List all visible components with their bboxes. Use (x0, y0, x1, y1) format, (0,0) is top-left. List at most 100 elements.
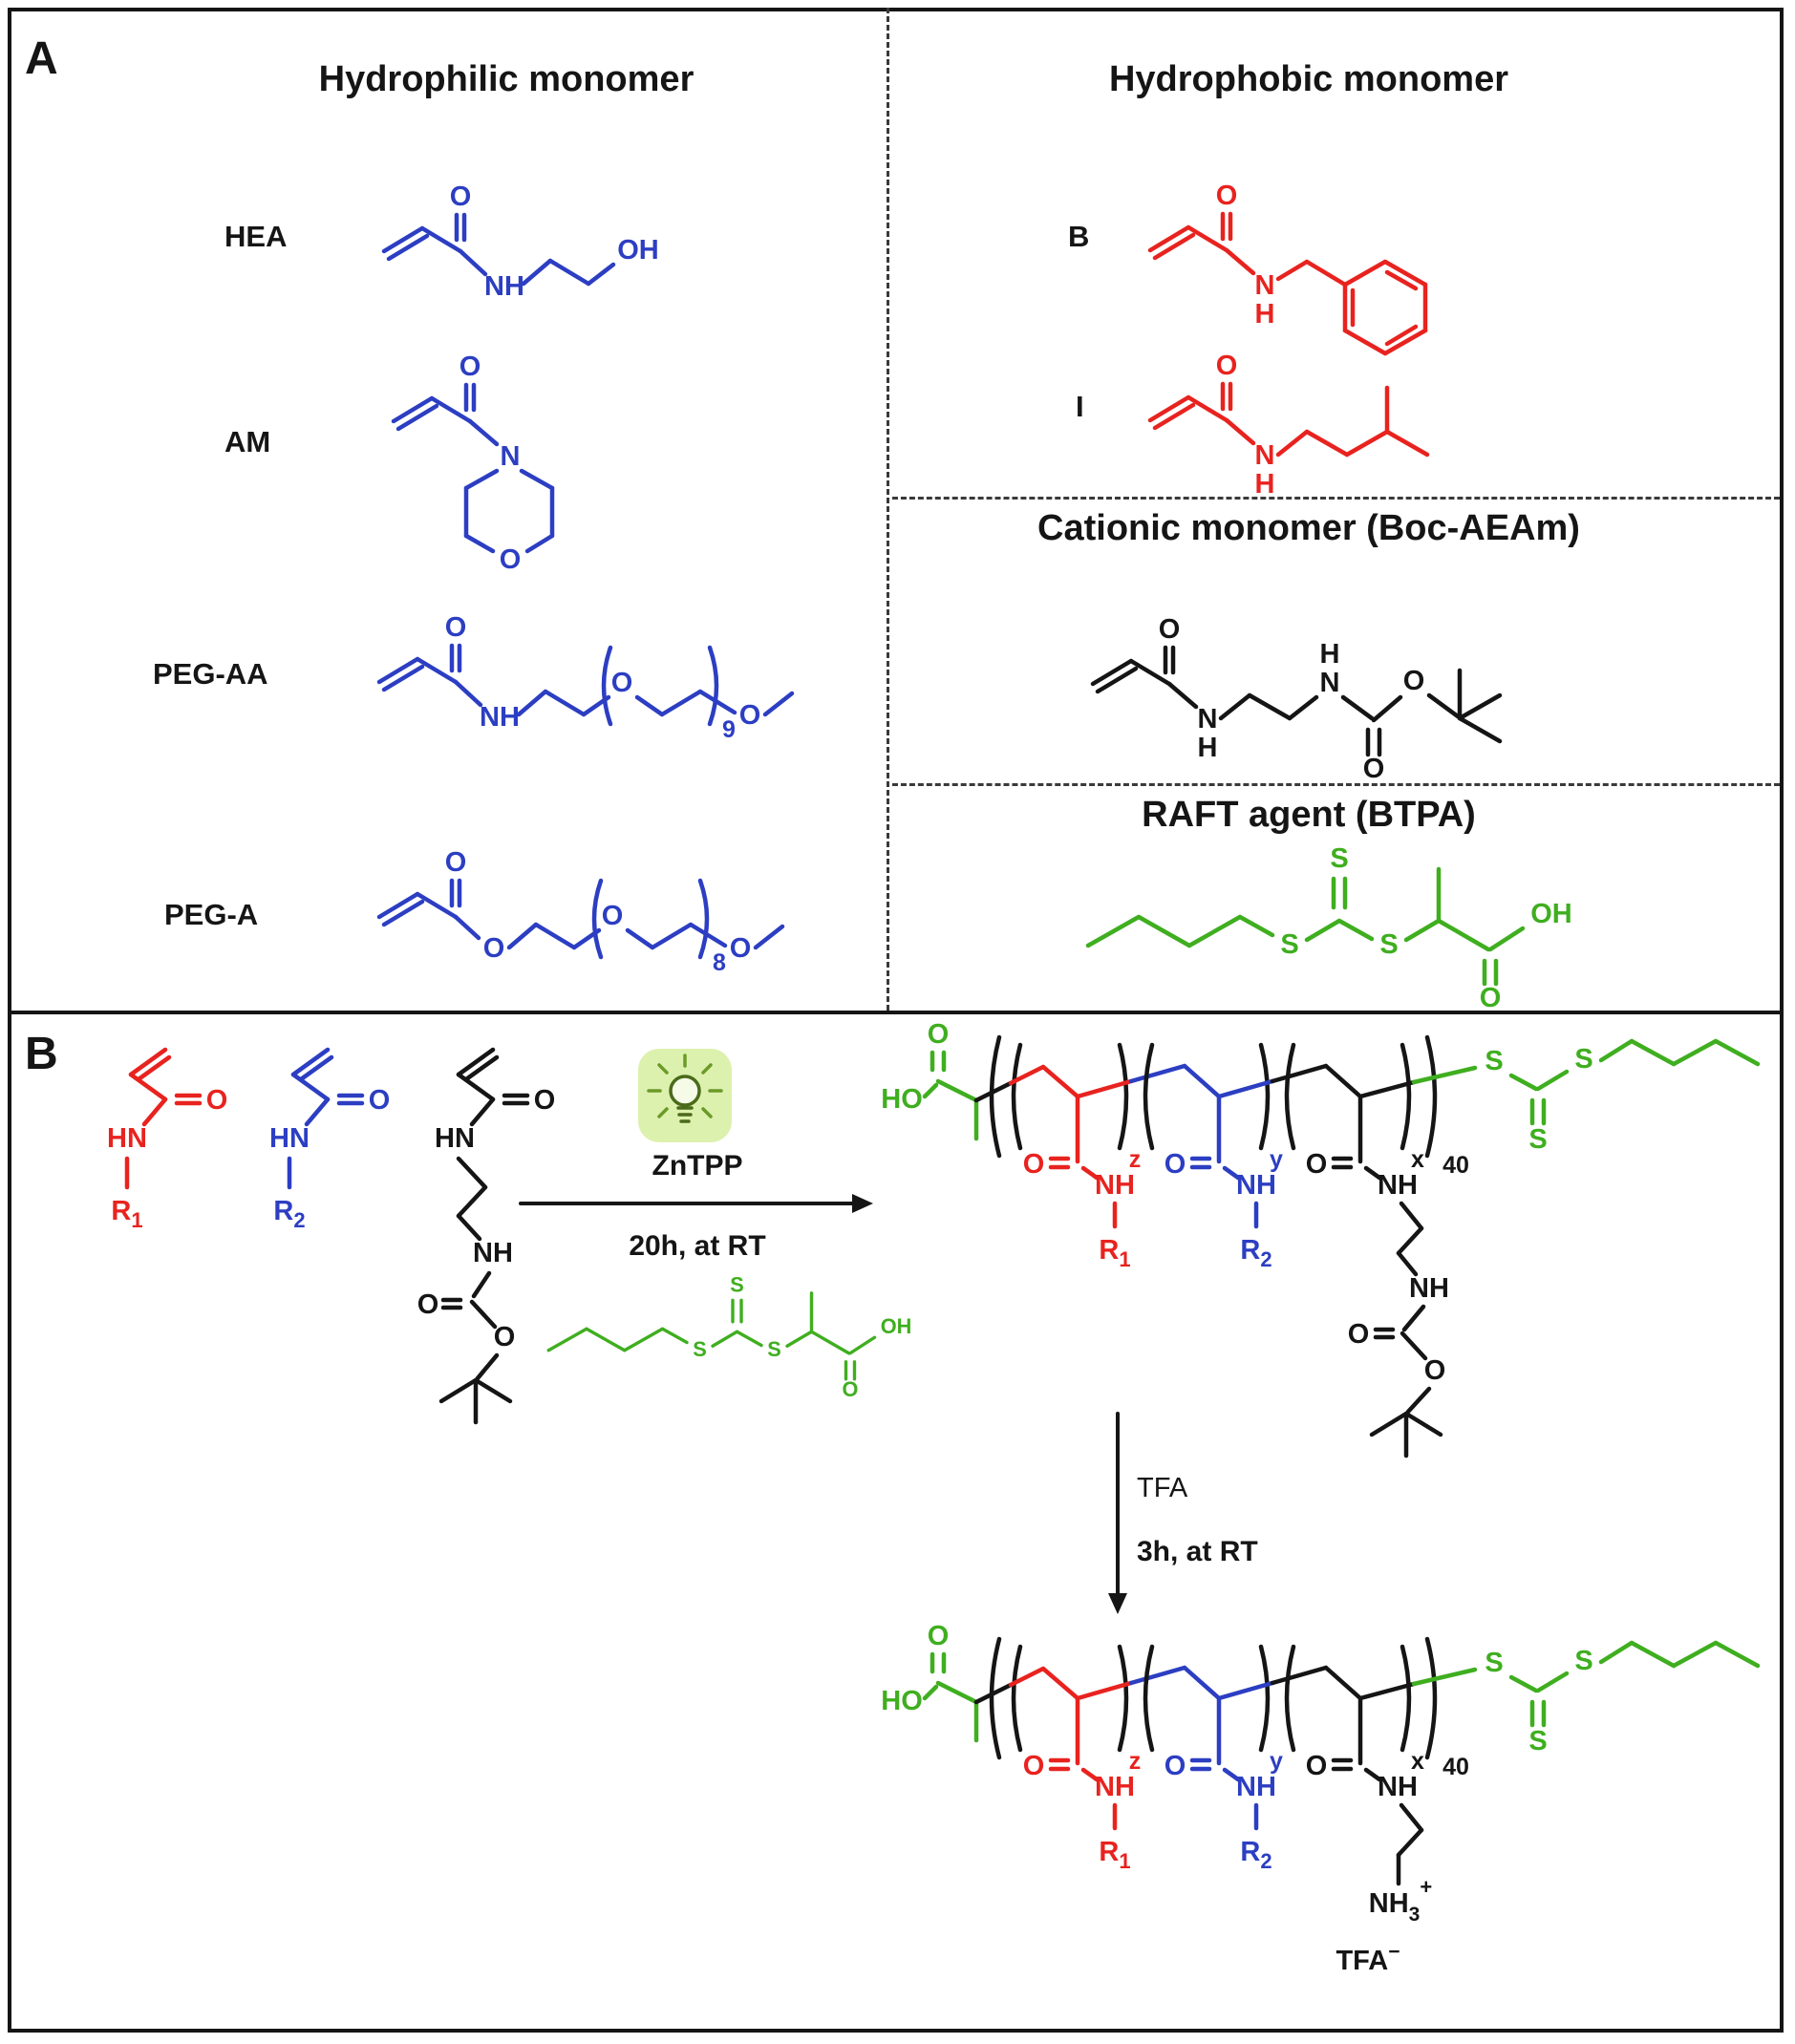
atom-label-s: S (1485, 1046, 1503, 1076)
monomer-r2-structure: O HN R2 (269, 1047, 391, 1232)
atom-label-o: O (445, 612, 467, 643)
bulb-glass (669, 1075, 701, 1107)
peg-aa-skeleton: O NH O 9 O (376, 612, 795, 743)
atom-label-nh: NH (480, 702, 520, 733)
ammonium-label: NH3+ (1369, 1875, 1432, 1926)
atom-label-nh: NH (473, 1238, 513, 1268)
monomer-r1-skeleton: O HN R1 (107, 1047, 228, 1232)
light-bulb-icon (638, 1049, 732, 1142)
atom-label-n: N (1320, 668, 1340, 698)
i-monomer-label: I (1076, 390, 1084, 423)
outer-border (8, 8, 1784, 2033)
panel-divider-line (8, 1011, 1784, 1014)
atom-label-hn: HN (435, 1123, 475, 1154)
reaction-arrow-right (519, 1194, 873, 1213)
atom-label-o: O (534, 1085, 556, 1116)
atom-label-hn: HN (269, 1123, 310, 1154)
r2-group-label: R2 (273, 1196, 305, 1232)
atom-label-o: O (417, 1289, 439, 1320)
dashed-divider-1 (892, 497, 1780, 500)
atom-label-o: O (602, 901, 624, 931)
b-monomer-label: B (1068, 220, 1090, 253)
am-structure: O N O (391, 351, 555, 575)
atom-label-o: O (500, 544, 522, 575)
subscript-40: 40 (1442, 1754, 1469, 1780)
atom-label-o: O (1165, 1751, 1186, 1781)
atom-label-n: N (501, 441, 521, 472)
atom-label-nh: NH (1095, 1170, 1135, 1201)
hea-structure: O NH OH (381, 181, 659, 302)
protected-polymer-structure: HO O z O NH R1 y (881, 1019, 1761, 1458)
subscript-y: y (1270, 1748, 1283, 1775)
r2-group-label: R2 (1240, 1235, 1271, 1271)
atom-label-nh: NH (1095, 1772, 1135, 1802)
atom-label-s: S (1574, 1646, 1592, 1676)
subscript-y: y (1270, 1146, 1283, 1173)
atom-label-o: O (483, 933, 505, 964)
atom-label-n: N (1198, 704, 1218, 735)
atom-label-o: O (611, 668, 633, 698)
benzyl-acrylamide-skeleton: O N H (1147, 181, 1428, 356)
cationic-heading: Cationic monomer (Boc-AEAm) (1037, 508, 1580, 548)
atom-label-s: S (1528, 1726, 1547, 1757)
peg-aa-label: PEG-AA (153, 657, 268, 691)
subscript-x: x (1411, 1146, 1424, 1173)
panel-b-label: B (25, 1029, 58, 1079)
atom-label-s: S (1379, 929, 1398, 960)
atom-label-o: O (1480, 983, 1502, 1013)
atom-label-o: O (1306, 1751, 1328, 1781)
atom-label-o: O (1306, 1149, 1328, 1180)
atom-label-h: H (1320, 639, 1340, 670)
atom-label-o: O (1023, 1149, 1045, 1180)
boc-aeam-structure: O N H N H O O (1090, 614, 1503, 784)
step2-time-label: 3h, at RT (1137, 1536, 1258, 1567)
atom-label-oh: OH (1530, 899, 1572, 929)
repeat-subscript-9: 9 (722, 716, 736, 743)
atom-label-o: O (1159, 614, 1181, 645)
atom-label-h: H (1255, 469, 1275, 500)
am-skeleton: O N O (391, 351, 555, 575)
boc-aeam-skeleton: O N H N H O O (1090, 614, 1503, 784)
vertical-dashed-divider (887, 8, 889, 1011)
atom-label-o: O (843, 1377, 859, 1401)
deprotected-polymer-structure: HO O z O NH R1 y (881, 1621, 1761, 1976)
hea-label: HEA (224, 220, 288, 253)
atom-label-o: O (928, 1621, 950, 1651)
atom-label-nh: NH (1409, 1273, 1449, 1304)
panel-a-label: A (25, 33, 58, 84)
hydrophobic-heading: Hydrophobic monomer (1108, 59, 1509, 99)
boc-aeam-monomer-skeleton: O HN NH O O (417, 1047, 556, 1425)
atom-label-o: O (445, 847, 467, 878)
btpa-structure: S S S O OH (1085, 843, 1572, 1013)
atom-label-o: O (1403, 666, 1425, 696)
subscript-z: z (1129, 1748, 1142, 1775)
r1-group-label: R1 (1099, 1235, 1130, 1271)
subscript-40: 40 (1442, 1152, 1469, 1179)
atom-label-o: O (928, 1019, 950, 1050)
atom-label-o: O (206, 1085, 228, 1116)
atom-label-o: O (494, 1322, 516, 1352)
am-label: AM (224, 425, 271, 458)
catalyst-label: ZnTPP (652, 1150, 743, 1182)
protected-polymer-skeleton: HO O z O NH R1 y (881, 1019, 1761, 1458)
atom-label-o: O (1216, 351, 1238, 381)
monomer-r1-structure: O HN R1 (107, 1047, 228, 1232)
atom-label-n: N (1255, 440, 1275, 471)
hea-skeleton: O NH OH (381, 181, 659, 302)
deprotected-polymer-skeleton: HO O z O NH R1 y (881, 1621, 1761, 1976)
deprotection-arrow-down (1108, 1412, 1127, 1614)
atom-label-o: O (369, 1085, 391, 1116)
atom-label-s: S (730, 1272, 744, 1296)
r1-group-label: R1 (111, 1196, 142, 1232)
atom-label-s: S (1280, 929, 1298, 960)
atom-label-s: S (693, 1337, 707, 1361)
atom-label-oh: OH (881, 1314, 912, 1338)
atom-label-o: O (1023, 1751, 1045, 1781)
peg-a-structure: O O O 8 O (376, 847, 785, 976)
atom-label-o: O (1363, 754, 1385, 784)
btpa-structure-small: S S S O OH (546, 1272, 912, 1401)
atom-label-o: O (1348, 1319, 1370, 1350)
boc-aeam-monomer-structure: O HN NH O O (417, 1047, 556, 1425)
isopentyl-acrylamide-skeleton: O N H (1147, 351, 1430, 500)
